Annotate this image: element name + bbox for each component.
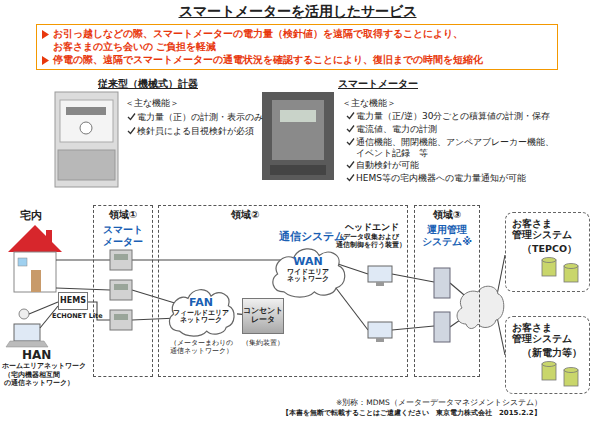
meter-terminal: [58, 150, 115, 180]
network-cloud: FANフィールドエリア ネットワーク（メーターまわりの 通信ネットワーク）: [165, 285, 237, 337]
domain-box: 領域① スマート メーター: [93, 205, 153, 377]
wire: [56, 259, 110, 260]
footnote: ※別称：MDMS（メーターデータマネジメントシステム）: [336, 398, 591, 407]
feature-heading: ＜主な機能＞: [125, 98, 225, 109]
domain-box: 領域③ 運用管理 システム※: [414, 205, 480, 377]
node-text: スマート メーター: [99, 224, 147, 248]
smart-meter-body: [262, 92, 334, 180]
node-text: 運用管理 システム※: [419, 224, 475, 248]
server-icon: [434, 312, 450, 342]
component-label: ヘッドエンド: [345, 222, 415, 233]
node-text: 領域②: [231, 209, 291, 221]
node-text: お客さま 管理システム: [512, 322, 574, 345]
wire: [336, 288, 368, 330]
house-window: [18, 258, 27, 266]
database-top: [564, 264, 578, 269]
section-heading: 従来型（機械式）計器: [98, 78, 248, 90]
feature-heading: ＜主な機能＞: [342, 98, 442, 109]
node-text: （新電力等）: [522, 347, 586, 358]
check-mark: [347, 139, 354, 145]
check-mark: [347, 162, 354, 168]
house-roof: [8, 225, 62, 252]
meter-display: [114, 284, 128, 290]
feature-item: 通信機能、開閉機能、アンペアブレーカー機能、 イベント記録 等: [356, 137, 571, 159]
network-cloud: WANワイドエリア ネットワーク: [268, 244, 348, 298]
node-text: （TEPCO）: [522, 243, 586, 254]
database-top: [542, 258, 556, 263]
node-text: お客さま 管理システム: [512, 218, 574, 241]
node-text: （集約装置）: [236, 339, 290, 347]
check-mark: [347, 126, 354, 132]
check-mark: [347, 175, 354, 181]
meter-display: [114, 314, 128, 320]
concentrator-box: コンセント レータ（集約装置）: [242, 298, 284, 334]
node-text: お引っ越しなどの際、スマートメーターの電力量（検針値）を遠隔で取得することにより…: [53, 28, 555, 54]
wire: [392, 274, 434, 282]
smart-meter-icon: [110, 280, 132, 300]
feature-item: 電流値、電力の計測: [356, 124, 592, 135]
feature-item: 検針員による目視検針が必須: [137, 126, 267, 137]
check-mark: [347, 113, 354, 119]
network-note: （宅内機器相互間 の通信ネットワーク）: [4, 372, 80, 388]
feature-item: 電力量（正/逆）30分ごとの積算値の計測・保存: [356, 111, 592, 122]
wire: [392, 326, 434, 330]
smart-meter-terminal: [270, 165, 326, 175]
meter-disc: [80, 122, 92, 134]
node-text: FAN: [165, 296, 237, 309]
node-text: （メーターまわりの 通信ネットワーク）: [169, 340, 233, 356]
house-door: [31, 270, 41, 292]
node-text: フィールドエリア ネットワーク: [173, 310, 229, 325]
smart-meter-icon: [110, 310, 132, 330]
network-name: HAN: [22, 348, 62, 362]
smart-meter-display: [280, 110, 316, 122]
area-label: 宅内: [20, 209, 60, 222]
house-wall: [14, 252, 56, 292]
network-cloud: [457, 286, 504, 328]
protocol-label: ECHONET Lite: [52, 313, 112, 321]
monitor-stand: [376, 338, 384, 342]
node-text: ワイドエリア ネットワーク: [282, 269, 334, 284]
smart-meter-cover: [272, 100, 324, 160]
headend-monitor: [368, 322, 392, 338]
smart-meter-icon: [110, 250, 132, 270]
database-top: [564, 368, 578, 373]
customer-system-box: お客さま 管理システム （新電力等）: [505, 316, 590, 394]
connector-line: [237, 313, 242, 315]
hems-box: HEMS: [58, 292, 88, 310]
feature-item: HEMS等の宅内機器への電力量通知が可能: [356, 173, 592, 184]
laptop-screen: [14, 324, 40, 341]
node-text: コンセント レータ: [243, 306, 283, 324]
section-heading: スマートメーター: [338, 78, 458, 90]
check-mark: [128, 114, 135, 120]
feature-item: 自動検針が可能: [356, 160, 592, 171]
server-icon: [434, 268, 450, 298]
notice-box: お引っ越しなどの際、スマートメーターの電力量（検針値）を遠隔で取得することにより…: [36, 24, 558, 70]
page-title: スマートメーターを活用したサービス: [0, 3, 595, 20]
node-text: WAN: [268, 255, 348, 268]
home-device: [19, 309, 29, 319]
node-text: 領域①: [94, 209, 152, 221]
meter-window: [60, 100, 113, 142]
monitor-stand: [376, 282, 384, 286]
meter-counter: [66, 107, 106, 115]
meter-body: [55, 92, 118, 187]
database-top: [542, 362, 556, 367]
feature-item: 電力量（正）の計測・表示のみ: [137, 112, 267, 123]
bullet-arrow: [42, 30, 49, 39]
headend-monitor: [368, 266, 392, 282]
node-text: 領域③: [415, 209, 479, 221]
customer-system-box: お客さま 管理システム （TEPCO）: [505, 212, 590, 292]
check-mark: [128, 128, 135, 134]
laptop-base: [6, 341, 48, 347]
wire: [132, 290, 178, 304]
node-text: HEMS: [59, 296, 87, 306]
meter-display: [114, 254, 128, 260]
component-note: （データ収集および 通信制御を行う装置）: [336, 234, 406, 250]
node-text: 停電の際、遠隔でスマートメーターの通電状況を確認することにより、復旧までの時間を…: [53, 54, 555, 67]
wire: [56, 288, 110, 290]
bullet-arrow: [42, 56, 49, 65]
network-name: ホームエリアネットワーク: [2, 363, 84, 371]
copyright-note: 【本書を無断で転載することはご遠慮ください 東京電力株式会社 2015.2.2】: [282, 409, 592, 417]
